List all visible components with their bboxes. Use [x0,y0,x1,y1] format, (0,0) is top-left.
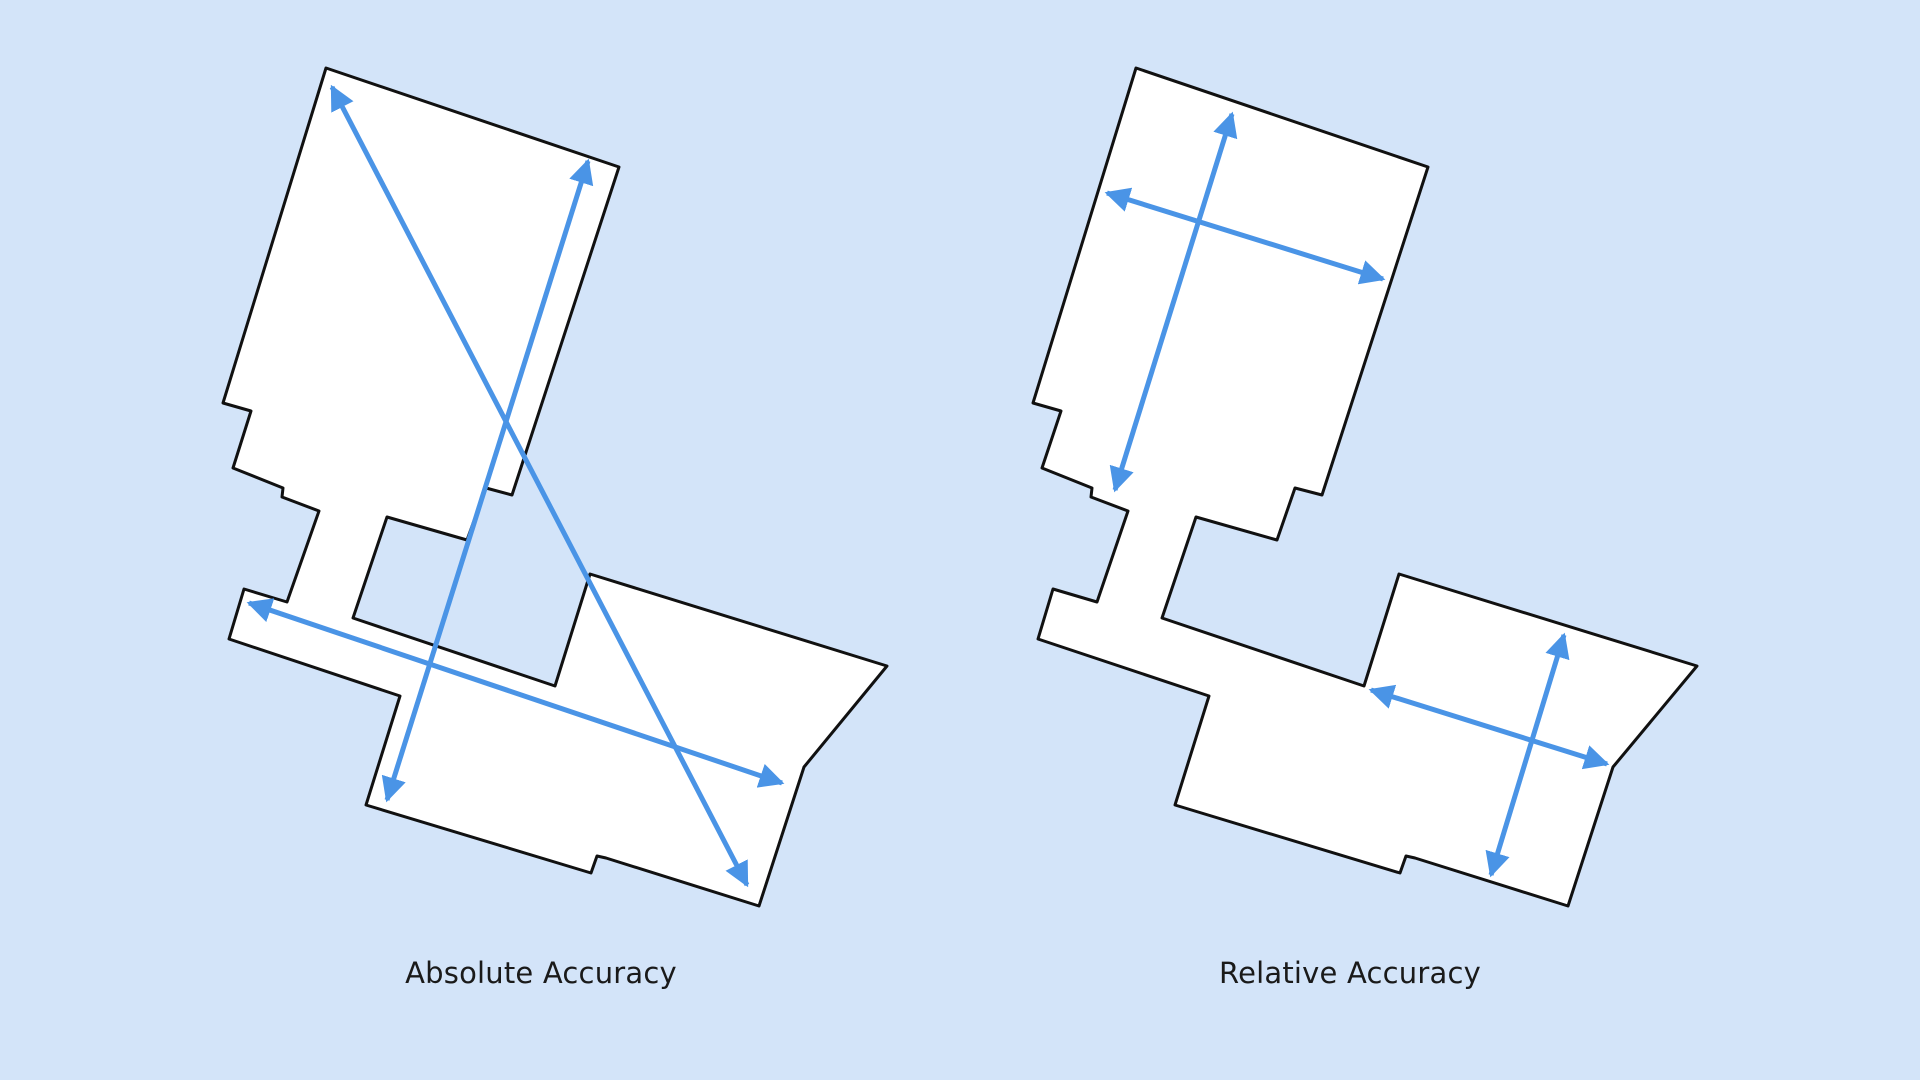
right-arrow-upper-vertical [1109,111,1238,493]
left-building-outline [221,66,889,908]
left-arrow-horizontal-diagonal [246,598,785,788]
left-panel [221,66,889,908]
caption-absolute-accuracy: Absolute Accuracy [405,956,677,990]
right-building-outline [1031,66,1699,908]
right-panel [1031,66,1699,908]
right-arrow-lower-vertical [1485,632,1570,878]
right-arrow-upper-horizontal [1104,187,1386,285]
caption-relative-accuracy: Relative Accuracy [1219,956,1481,990]
